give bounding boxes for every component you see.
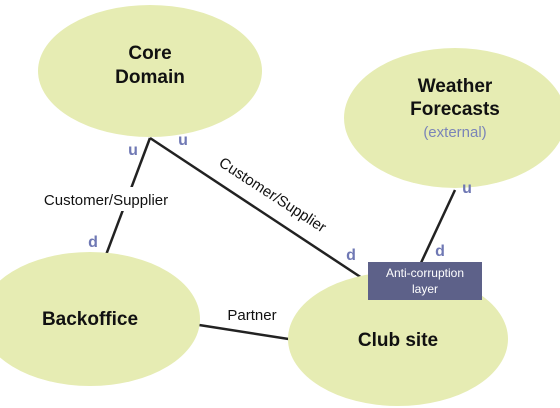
- weather-clubsite-downstream-marker: d: [435, 243, 445, 260]
- weather-forecasts-external-note: (external): [423, 124, 486, 141]
- core-domain-shape: [38, 5, 262, 137]
- anti-corruption-layer-line2: layer: [412, 282, 438, 296]
- node-backoffice[interactable]: Backoffice: [0, 252, 200, 386]
- weather-clubsite-upstream-marker: u: [462, 180, 472, 197]
- weather-forecasts-label-line1: Weather: [418, 76, 493, 97]
- node-club-site[interactable]: Club site: [288, 272, 508, 406]
- node-weather-forecasts[interactable]: Weather Forecasts (external): [344, 48, 560, 188]
- core-domain-label-line1: Core: [128, 43, 171, 64]
- backoffice-label: Backoffice: [42, 309, 138, 330]
- edge-weather-to-clubsite: [418, 189, 457, 266]
- backoffice-clubsite-relationship-label: Partner: [227, 307, 276, 324]
- core-backoffice-downstream-marker: d: [88, 234, 98, 251]
- club-site-shape: [288, 272, 508, 406]
- core-domain-label-line2: Domain: [115, 67, 185, 88]
- backoffice-shape: [0, 252, 200, 386]
- node-core-domain[interactable]: Core Domain: [38, 5, 262, 137]
- anti-corruption-layer-line1: Anti-corruption: [386, 266, 464, 280]
- core-backoffice-label-bg: [22, 187, 190, 211]
- weather-forecasts-shape: [344, 48, 560, 188]
- weather-forecasts-label-line2: Forecasts: [410, 99, 500, 120]
- anti-corruption-layer-box: [368, 262, 482, 300]
- core-backoffice-relationship-label: Customer/Supplier: [44, 192, 168, 209]
- core-clubsite-downstream-marker: d: [346, 247, 356, 264]
- club-site-label: Club site: [358, 330, 438, 351]
- anti-corruption-layer[interactable]: Anti-corruption layer: [368, 262, 482, 300]
- core-backoffice-upstream-marker: u: [128, 142, 138, 159]
- core-clubsite-upstream-marker: u: [178, 132, 188, 149]
- edge-core-to-clubsite: [149, 136, 366, 282]
- core-clubsite-relationship-label: Customer/Supplier: [216, 154, 329, 236]
